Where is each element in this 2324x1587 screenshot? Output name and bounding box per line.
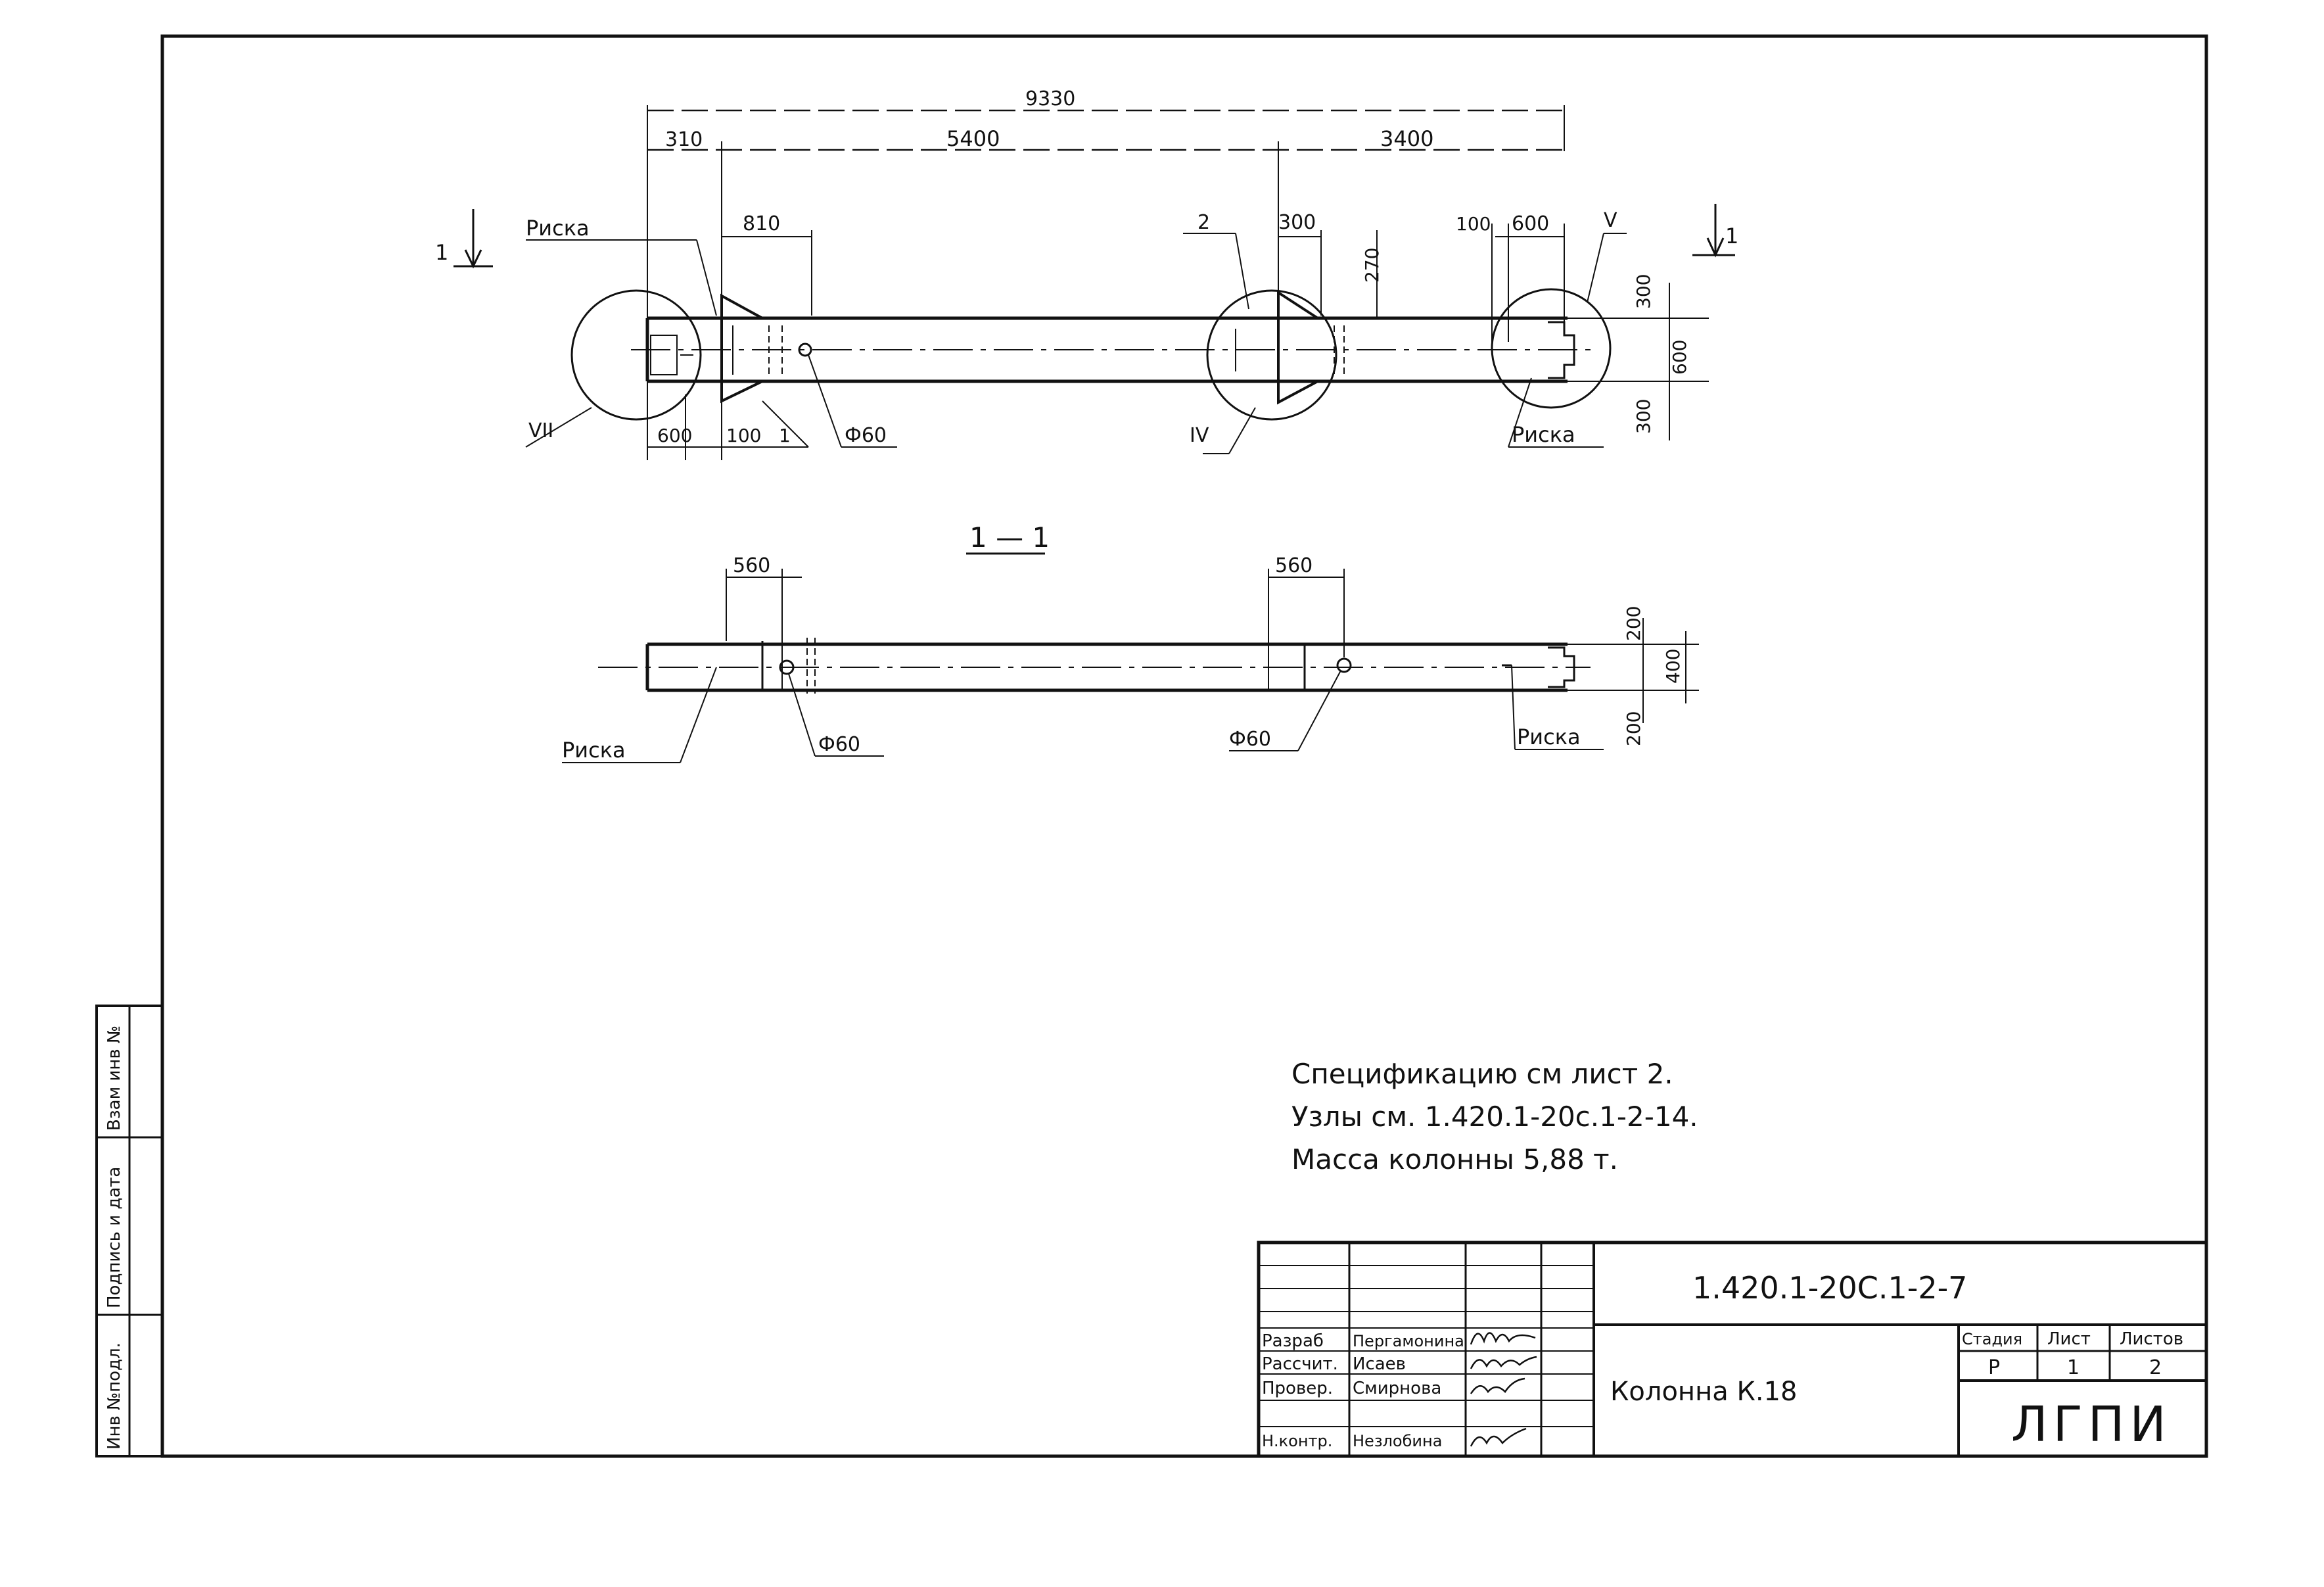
hole-phi60-plan (798, 343, 812, 357)
node-vii-callout (570, 289, 702, 421)
side-stamp-inv-repl: Взам инв № (105, 1026, 124, 1131)
tb-role-developer: Разраб (1262, 1331, 1324, 1351)
side-stamp: Инв №подл. Подпись и дата Взам инв № (95, 1005, 164, 1457)
signature-normcontrol (1470, 1427, 1527, 1447)
dim-100-top: 100 (1456, 213, 1491, 235)
dim-810: 810 (743, 212, 780, 235)
dim-200-bottom: 200 (1623, 711, 1644, 746)
side-stamp-sign-date: Подпись и дата (105, 1167, 124, 1308)
label-riska-plan-right: Риска (1512, 422, 1575, 447)
tb-org: ЛГПИ (2011, 1396, 2172, 1453)
dim-overall: 9330 (1025, 87, 1075, 110)
label-node-iv: IV (1190, 424, 1209, 447)
label-node-vii: VII (528, 419, 553, 442)
tb-stage-value: Р (1988, 1356, 2000, 1379)
tb-role-checked: Провер. (1262, 1379, 1333, 1398)
tb-stage-label: Стадия (1962, 1330, 2022, 1348)
tb-sheets-label: Листов (2120, 1329, 2183, 1349)
section-view: 1 — 1 560 Риска Ф60 560 Ф60 (562, 521, 1699, 763)
signature-checked (1470, 1377, 1525, 1394)
sheet-frame (160, 34, 2208, 1458)
pos-1: 1 (779, 425, 791, 446)
dim-middle: 5400 (946, 126, 1000, 151)
label-riska-section-right: Риска (1517, 724, 1581, 749)
hole-phi60-section-left (779, 659, 795, 675)
tb-sheet-label: Лист (2047, 1329, 2091, 1349)
note-line-1: Спецификацию см лист 2. (1291, 1058, 1673, 1090)
tb-item-title: Колонна К.18 (1610, 1377, 1797, 1407)
dim-600-bottom: 600 (657, 425, 692, 446)
dim-400: 400 (1662, 649, 1684, 684)
plan-view: 9330 310 5400 3400 810 Риска (435, 87, 1738, 460)
dim-560-left: 560 (733, 554, 770, 577)
dim-left: 310 (665, 128, 703, 151)
signature-calculated (1470, 1356, 1537, 1369)
label-phi60-section-right: Ф60 (1229, 728, 1271, 751)
dim-300-upper-v: 300 (1633, 274, 1654, 309)
node-v-callout (1491, 288, 1612, 409)
tb-role-normcontrol: Н.контр. (1262, 1432, 1332, 1450)
dim-200-top: 200 (1623, 606, 1644, 641)
node-iv-callout (1206, 289, 1337, 421)
tb-role-calculated: Рассчит. (1262, 1354, 1338, 1374)
hole-phi60-section-right (1336, 657, 1352, 673)
dim-560-right: 560 (1275, 554, 1313, 577)
dim-600-top: 600 (1512, 212, 1549, 235)
label-riska-plan-left: Риска (526, 216, 590, 241)
note-line-2: Узлы см. 1.420.1-20с.1-2-14. (1291, 1101, 1698, 1133)
side-stamp-inv-orig: Инв №подл. (105, 1342, 124, 1450)
dim-100-bottom: 100 (726, 425, 761, 446)
dim-300-top: 300 (1278, 211, 1316, 234)
section-mark-left: 1 (435, 240, 448, 265)
label-phi60-plan: Ф60 (845, 424, 887, 447)
signature-developer (1470, 1332, 1536, 1345)
pos-2: 2 (1197, 211, 1210, 234)
dim-300-lower-v: 300 (1633, 399, 1654, 434)
dim-270: 270 (1361, 248, 1383, 283)
section-mark-right: 1 (1725, 224, 1738, 249)
tb-name-developer: Пергамонина (1353, 1332, 1464, 1350)
dim-600-v: 600 (1669, 340, 1690, 375)
tb-name-normcontrol: Незлобина (1353, 1432, 1442, 1450)
tb-doc-code: 1.420.1-20С.1-2-7 (1692, 1270, 1967, 1306)
tb-name-calculated: Исаев (1353, 1354, 1406, 1374)
notes: Спецификацию см лист 2. Узлы см. 1.420.1… (1291, 1058, 1698, 1175)
tb-sheet-value: 1 (2067, 1356, 2080, 1379)
note-line-3: Масса колонны 5,88 т. (1291, 1143, 1618, 1175)
section-title: 1 — 1 (969, 521, 1050, 554)
label-phi60-section-left: Ф60 (818, 733, 860, 756)
label-node-v: V (1604, 209, 1617, 232)
tb-name-checked: Смирнова (1353, 1379, 1441, 1398)
title-block: Разраб Пергамонина Рассчит. Исаев Провер… (1257, 1241, 2208, 1458)
dim-right: 3400 (1380, 126, 1433, 151)
label-riska-section-left: Риска (562, 738, 626, 763)
tb-sheets-value: 2 (2149, 1356, 2162, 1379)
